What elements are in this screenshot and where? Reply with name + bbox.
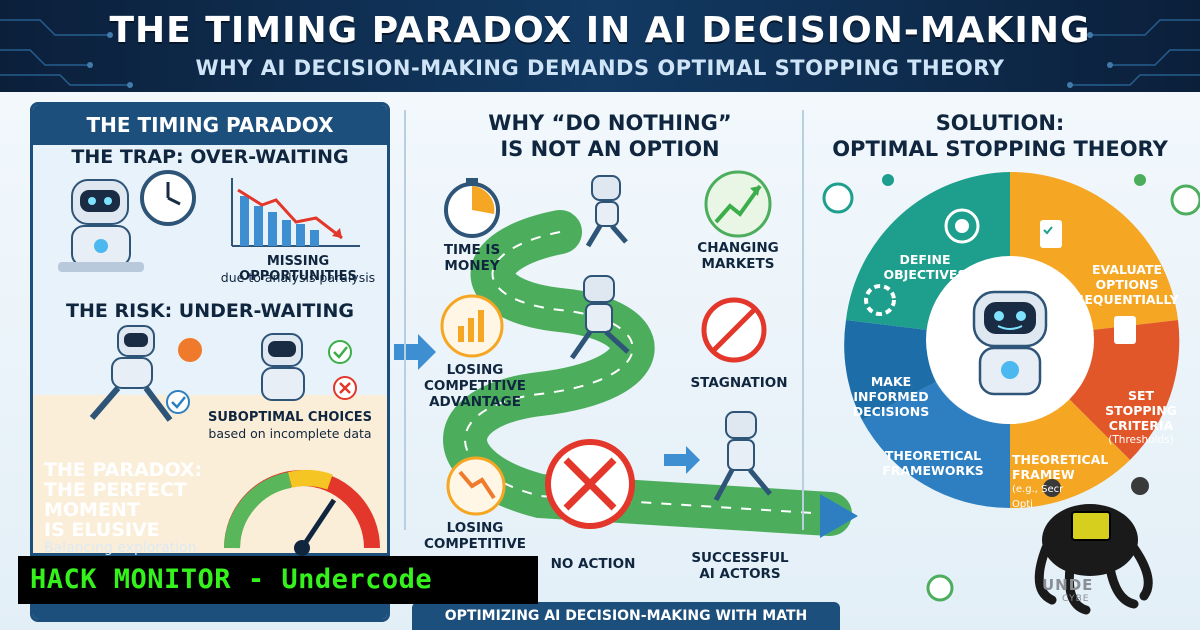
label-line: (Thresholds) xyxy=(1108,434,1174,446)
losing-competitive-label: LOSING COMPETITIVE xyxy=(420,520,530,552)
balancing-caption: Balancing exploration xyxy=(44,540,197,556)
arrow-right-icon xyxy=(664,446,700,474)
circuit-decoration-icon xyxy=(0,19,133,88)
label-line: MARKETS xyxy=(701,256,775,272)
robot-icon xyxy=(261,333,357,401)
label-line: DECISIONS xyxy=(852,404,930,419)
label-line: THEORETICAL xyxy=(884,448,982,463)
brand-wordmark: UNDE xyxy=(1042,576,1094,594)
label-line: Opti xyxy=(1012,499,1033,510)
clock-icon xyxy=(140,170,196,226)
label-line: COMPETITIVE xyxy=(423,378,527,394)
losing-advantage-label: LOSING COMPETITIVE ADVANTAGE xyxy=(420,362,530,410)
circuit-decoration-icon xyxy=(1067,19,1200,88)
brand-tagline: CYBE xyxy=(1062,594,1090,604)
x-circle-icon xyxy=(545,439,635,529)
label-line: FRAMEW xyxy=(1012,467,1075,482)
gear-icon xyxy=(864,284,896,316)
label-line: TIME IS xyxy=(443,242,501,258)
robot-icon xyxy=(585,175,628,248)
label-line: CRITERIA xyxy=(1108,418,1174,433)
hack-monitor-banner: HACK MONITOR - Undercode xyxy=(18,556,538,604)
successful-actors-label: SUCCESSFUL AI ACTORS xyxy=(680,550,800,582)
label-line: LOSING xyxy=(446,362,504,378)
chart-down-icon xyxy=(446,456,506,516)
checklist-icon xyxy=(1040,220,1062,248)
label-line: AI ACTORS xyxy=(699,566,781,582)
arrow-right-icon xyxy=(394,334,436,370)
stagnation-label: STAGNATION xyxy=(690,375,788,391)
paradox-line: THE PARADOX: xyxy=(44,459,203,481)
header-banner: THE TIMING PARADOX IN AI DECISION-MAKING… xyxy=(0,0,1200,92)
trap-caption-detail: due to analysis paralysis xyxy=(220,270,376,285)
label-line: MAKE xyxy=(870,374,912,389)
label-line: INFORMED xyxy=(853,389,929,404)
solution-title: SOLUTION: OPTIMAL STOPPING THEORY xyxy=(810,110,1190,162)
paradox-line: THE PERFECT xyxy=(44,479,187,501)
label-line: OPTIONS xyxy=(1095,277,1159,292)
label-line: LOSING xyxy=(446,520,504,536)
robot-icon xyxy=(972,290,1048,396)
running-robot-icon xyxy=(89,325,202,422)
chart-up-icon xyxy=(704,170,772,238)
label-line: SUCCESSFUL xyxy=(691,550,789,566)
theoretical-frameworks-label: THEORETICAL FRAMEWORKS xyxy=(878,448,988,478)
paradox-statement: THE PARADOX: THE PERFECT MOMENT IS ELUSI… xyxy=(44,460,244,540)
trap-caption: MISSING OPPORTUNITIES xyxy=(239,254,357,284)
chart-up-icon xyxy=(440,294,504,358)
paradox-line: IS ELUSIVE xyxy=(44,519,160,541)
risk-caption: SUBOPTIMAL CHOICES xyxy=(207,410,372,425)
solution-title-line: SOLUTION: xyxy=(935,111,1065,135)
risk-caption-detail: based on incomplete data xyxy=(208,426,372,441)
time-is-money-label: TIME IS MONEY xyxy=(432,242,512,274)
chart-down-icon xyxy=(231,178,360,247)
label-line: FRAMEWORKS xyxy=(882,463,984,478)
label-line: SEQUENTIALLY xyxy=(1075,292,1179,307)
target-icon xyxy=(944,208,980,244)
network-nodes-icon xyxy=(822,174,1200,602)
check-icon xyxy=(166,390,190,414)
label-line: SET xyxy=(1127,388,1155,403)
solution-title-line: OPTIMAL STOPPING THEORY xyxy=(832,137,1168,161)
label-line: OBJECTIVES xyxy=(883,267,967,282)
middle-title: WHY “DO NOTHING” IS NOT AN OPTION xyxy=(420,110,800,162)
robot-icon xyxy=(58,179,144,272)
risk-title: THE RISK: UNDER-WAITING xyxy=(66,300,354,322)
no-action-label: NO ACTION xyxy=(550,556,636,572)
label-line: ADVANTAGE xyxy=(429,394,521,410)
set-stopping-criteria-label: SET STOPPING CRITERIA (Thresholds) xyxy=(1096,388,1186,448)
theoretical-frameworks-detail-label: THEORETICAL FRAMEW (e.g., Secr Opti xyxy=(1012,452,1122,512)
label-line: EVALUATE xyxy=(1091,262,1163,277)
label-line: MONEY xyxy=(444,258,500,274)
label-line: DEFINE xyxy=(899,252,951,267)
middle-title-line: WHY “DO NOTHING” xyxy=(488,111,732,135)
trap-title: THE TRAP: OVER-WAITING xyxy=(71,146,349,168)
make-decisions-label: MAKE INFORMED DECISIONS xyxy=(846,374,936,419)
panel-heading: THE TIMING PARADOX xyxy=(33,105,387,145)
page-subtitle: WHY AI DECISION-MAKING DEMANDS OPTIMAL S… xyxy=(195,56,1005,80)
robot-icon xyxy=(713,411,772,502)
paradox-line: MOMENT xyxy=(44,499,140,521)
label-line: CHANGING xyxy=(697,240,779,256)
road-path xyxy=(443,210,858,538)
stopwatch-icon xyxy=(444,178,500,238)
label-line: STOPPING xyxy=(1105,403,1177,418)
checklist-icon xyxy=(1114,316,1136,344)
define-objectives-label: DEFINE OBJECTIVES xyxy=(880,252,970,282)
gauge-icon xyxy=(224,470,380,556)
label-line: (e.g., Secr xyxy=(1012,484,1064,495)
label-line: THEORETICAL xyxy=(1012,452,1109,467)
label-line: COMPETITIVE xyxy=(423,536,527,552)
middle-title-line: IS NOT AN OPTION xyxy=(500,137,720,161)
page-title: THE TIMING PARADOX IN AI DECISION-MAKING xyxy=(109,10,1091,51)
evaluate-options-label: EVALUATE OPTIONS SEQUENTIALLY xyxy=(1072,262,1182,307)
robot-icon xyxy=(569,275,630,360)
divider xyxy=(802,110,804,530)
divider xyxy=(404,110,406,530)
octopus-icon xyxy=(1034,477,1153,615)
bottom-banner: OPTIMIZING AI DECISION-MAKING WITH MATH xyxy=(412,602,840,630)
no-entry-icon xyxy=(701,297,767,363)
changing-markets-label: CHANGING MARKETS xyxy=(688,240,788,272)
